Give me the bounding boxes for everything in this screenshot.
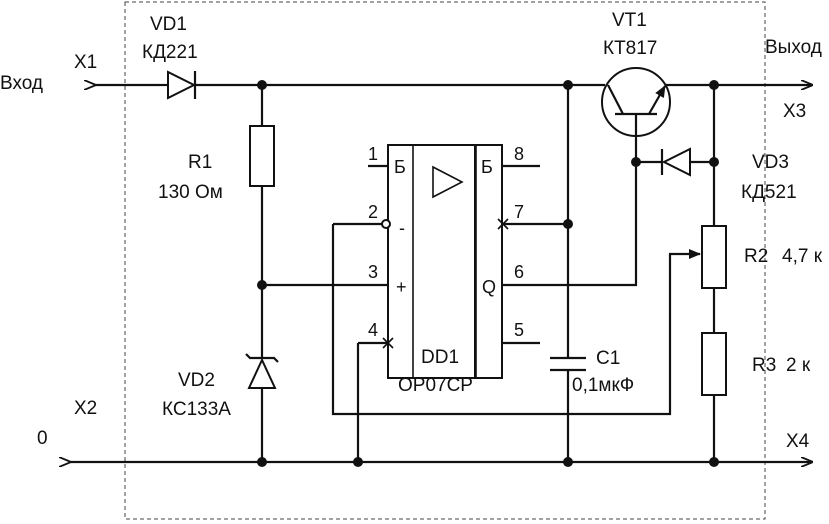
vt1-ref: VT1 xyxy=(612,10,647,31)
dd1-ref: DD1 xyxy=(421,347,459,368)
dd1-b-right: Б xyxy=(481,157,493,177)
vd2-ref: VD2 xyxy=(178,370,215,391)
c1-value: 0,1мкФ xyxy=(572,375,634,396)
r3-value: 2 к xyxy=(786,355,811,376)
vd1-diode xyxy=(160,70,197,100)
dd1-b-left: Б xyxy=(394,157,406,177)
vd1-type: КД221 xyxy=(142,42,198,63)
vd1-ref: VD1 xyxy=(150,14,187,35)
pin-6-label: 6 xyxy=(514,262,524,282)
pin-4-label: 4 xyxy=(368,320,378,340)
vt1-transistor xyxy=(601,67,671,285)
dd1-q: Q xyxy=(482,277,496,297)
feedback-wire xyxy=(331,224,701,416)
pin-8-label: 8 xyxy=(514,144,524,164)
vd2-zener xyxy=(245,353,279,462)
dd1-type: OP07CP xyxy=(398,375,473,396)
x2-label: X2 xyxy=(74,398,97,419)
vd3-type: КД521 xyxy=(741,182,797,203)
junction-dots xyxy=(257,80,719,467)
dd1-minus: - xyxy=(399,218,405,238)
x1-label: X1 xyxy=(74,52,97,73)
pin-1-label: 1 xyxy=(368,144,378,164)
c1-capacitor xyxy=(550,85,586,462)
input-label: Вход xyxy=(0,73,43,94)
module-boundary xyxy=(124,1,766,520)
vd3-ref: VD3 xyxy=(752,152,789,173)
pin-5-label: 5 xyxy=(514,320,524,340)
zero-label: 0 xyxy=(37,428,48,449)
dd1-opamp xyxy=(387,144,503,379)
vd2-type: КС133А xyxy=(162,399,231,420)
r3-ref: R3 xyxy=(752,355,776,376)
r2-r3-divider xyxy=(701,85,727,462)
dd1-pins xyxy=(333,164,637,349)
dd1-plus: + xyxy=(396,277,407,297)
r1-value: 130 Ом xyxy=(158,182,223,203)
c1-ref: C1 xyxy=(596,348,620,369)
x4-label: X4 xyxy=(786,431,810,452)
pin-2-label: 2 xyxy=(368,202,378,222)
x3-label: X3 xyxy=(783,101,806,122)
r1-ref: R1 xyxy=(188,152,212,173)
r1-resistor xyxy=(249,85,275,357)
r2-ref: R2 xyxy=(744,246,768,267)
output-label: Выход xyxy=(765,37,822,58)
r2-value: 4,7 к xyxy=(782,246,823,267)
opamp-triangle-icon xyxy=(432,165,464,199)
vt1-type: КТ817 xyxy=(603,38,657,59)
vd3-diode xyxy=(636,147,714,177)
pin-7-label: 7 xyxy=(514,202,524,222)
pin-3-label: 3 xyxy=(368,262,378,282)
